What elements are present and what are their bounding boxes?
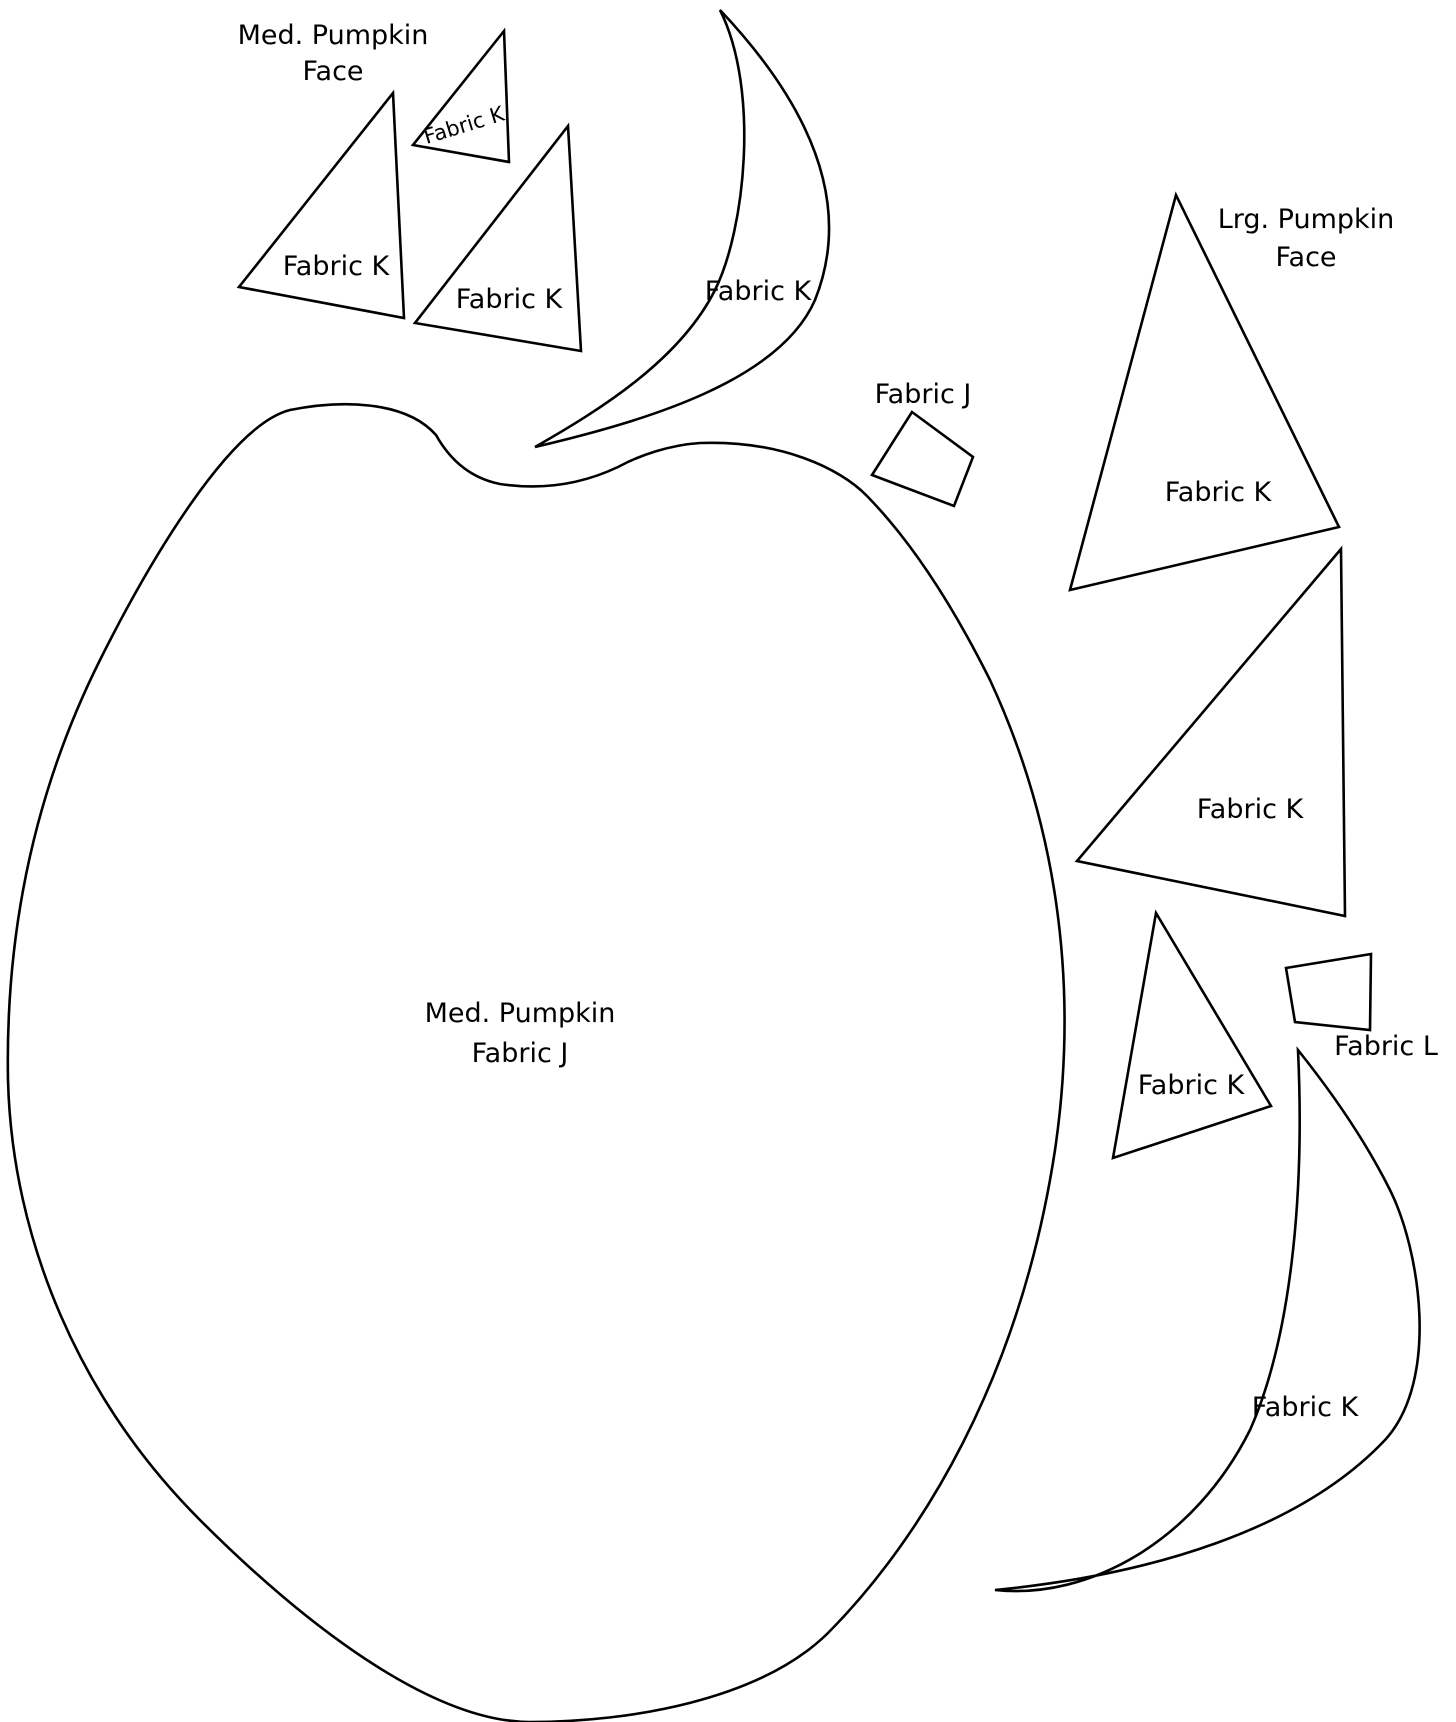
med-mouth-crescent xyxy=(534,9,831,449)
lrg-face-top-triangle xyxy=(1068,191,1341,592)
med-pumpkin-body-label-line2: Fabric J xyxy=(472,1038,569,1069)
lrg-stem-quad xyxy=(1284,952,1373,1032)
lrg-face-top-triangle-label: Fabric K xyxy=(1165,477,1273,508)
med-face-left-eye-label: Fabric K xyxy=(283,251,391,282)
med-stem-label: Fabric J xyxy=(875,379,972,410)
lrg-mouth-label: Fabric K xyxy=(1252,1392,1360,1423)
med-face-left-eye-triangle xyxy=(236,89,406,320)
lrg-mouth-crescent xyxy=(994,1046,1421,1593)
medium-face-heading-line1: Med. Pumpkin xyxy=(238,20,429,51)
medium-face-heading-line2: Face xyxy=(302,56,363,87)
med-face-right-eye-triangle xyxy=(412,122,583,353)
large-face-heading-line1: Lrg. Pumpkin xyxy=(1218,204,1395,235)
lrg-face-small-triangle xyxy=(1111,909,1273,1160)
med-face-small-triangle xyxy=(410,27,511,164)
med-pumpkin-body xyxy=(6,403,1066,1722)
med-face-right-eye-label: Fabric K xyxy=(456,284,564,315)
lrg-face-small-triangle-label: Fabric K xyxy=(1138,1070,1246,1101)
med-mouth-label: Fabric K xyxy=(705,276,813,307)
lrg-face-middle-triangle-label: Fabric K xyxy=(1197,794,1305,825)
lrg-face-middle-triangle xyxy=(1074,545,1347,918)
med-pumpkin-body-label-line1: Med. Pumpkin xyxy=(425,998,616,1029)
lrg-stem-label: Fabric L xyxy=(1334,1031,1438,1062)
large-face-heading-line2: Face xyxy=(1275,242,1336,273)
med-stem-quad xyxy=(870,410,975,508)
